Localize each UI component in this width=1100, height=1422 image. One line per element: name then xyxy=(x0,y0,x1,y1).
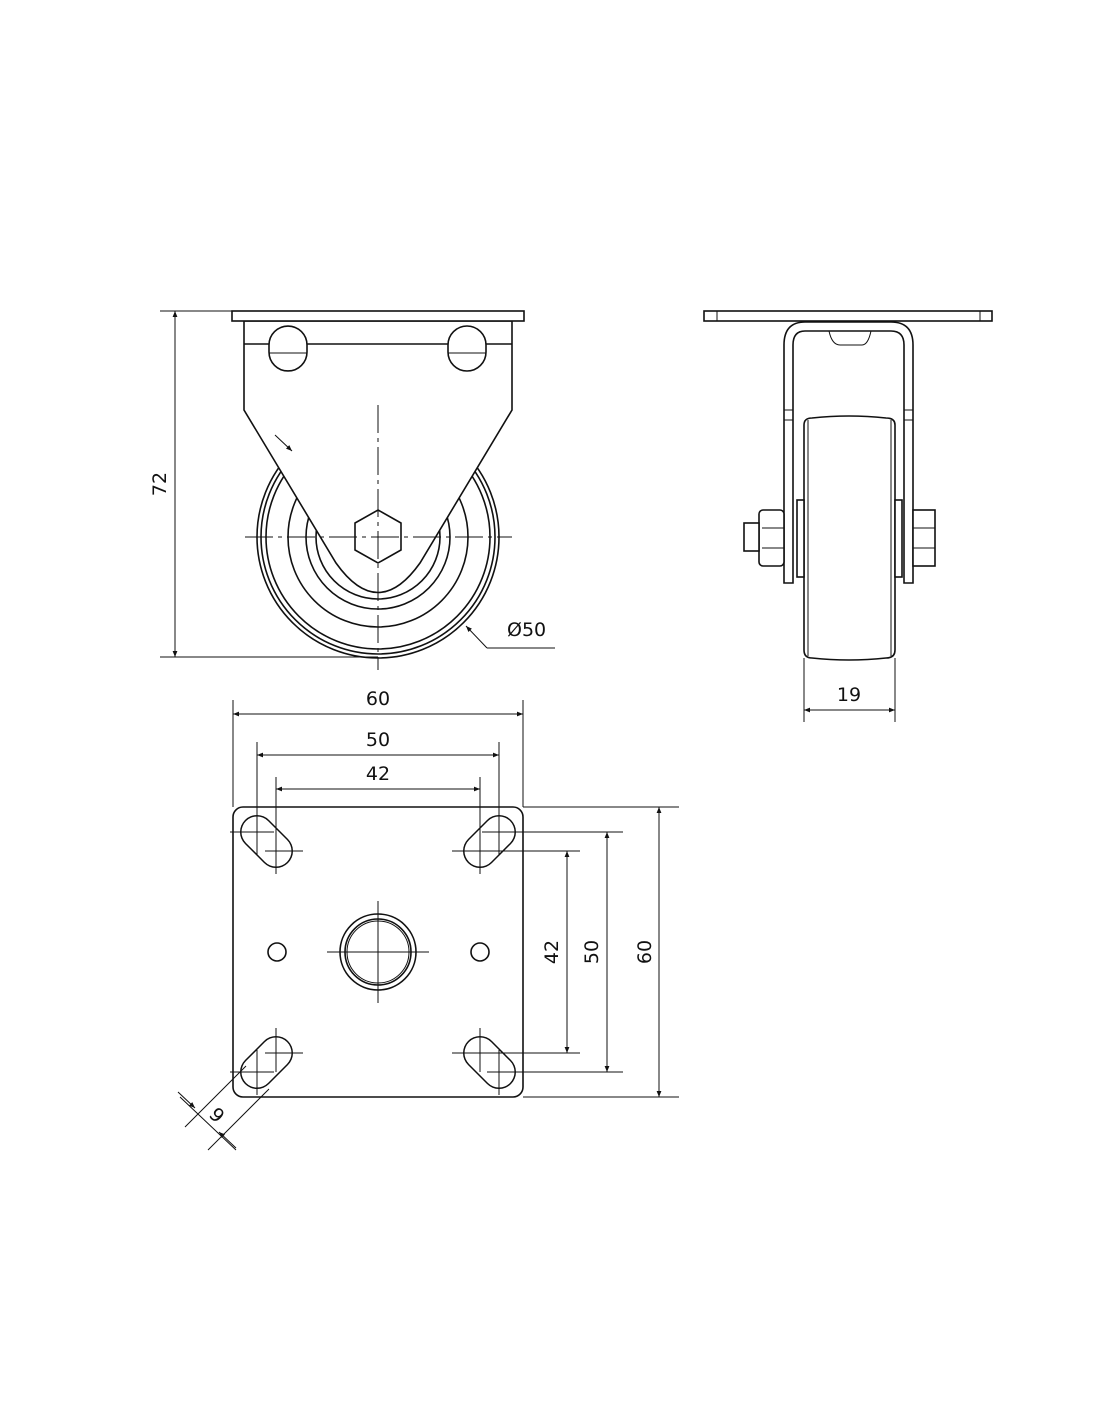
inner-hole-width-dimension: 42 xyxy=(366,763,390,785)
plate-height-dimension: 60 xyxy=(634,940,656,964)
fork-bracket xyxy=(783,321,914,584)
mounting-slot xyxy=(268,325,308,372)
mounting-slot xyxy=(447,325,487,372)
diameter-dimension: Ø50 xyxy=(507,619,546,641)
outer-hole-width-dimension: 50 xyxy=(366,729,390,751)
axle-end xyxy=(743,522,760,552)
top-view: 60 50 42 42 50 60 6 xyxy=(177,688,679,1151)
rivet-hole xyxy=(470,942,490,962)
side-view: 19 xyxy=(703,310,993,722)
plate-width-dimension: 60 xyxy=(366,688,390,710)
slot-width-dimension: 6 xyxy=(206,1102,230,1126)
axle-nut xyxy=(912,509,936,567)
wheel xyxy=(803,415,896,661)
top-plate xyxy=(231,310,525,322)
mounting-slots xyxy=(240,815,516,1089)
inner-hole-height-dimension: 42 xyxy=(541,940,563,964)
mounting-plate xyxy=(232,806,524,1098)
outer-hole-height-dimension: 50 xyxy=(581,940,603,964)
width-dimension: 19 xyxy=(837,684,861,706)
rivet-hole xyxy=(267,942,287,962)
height-dimension: 72 xyxy=(149,472,171,496)
front-view: 72 Ø50 xyxy=(149,310,555,670)
axle-nut xyxy=(758,509,785,567)
direction-arrow-icon xyxy=(274,434,293,452)
